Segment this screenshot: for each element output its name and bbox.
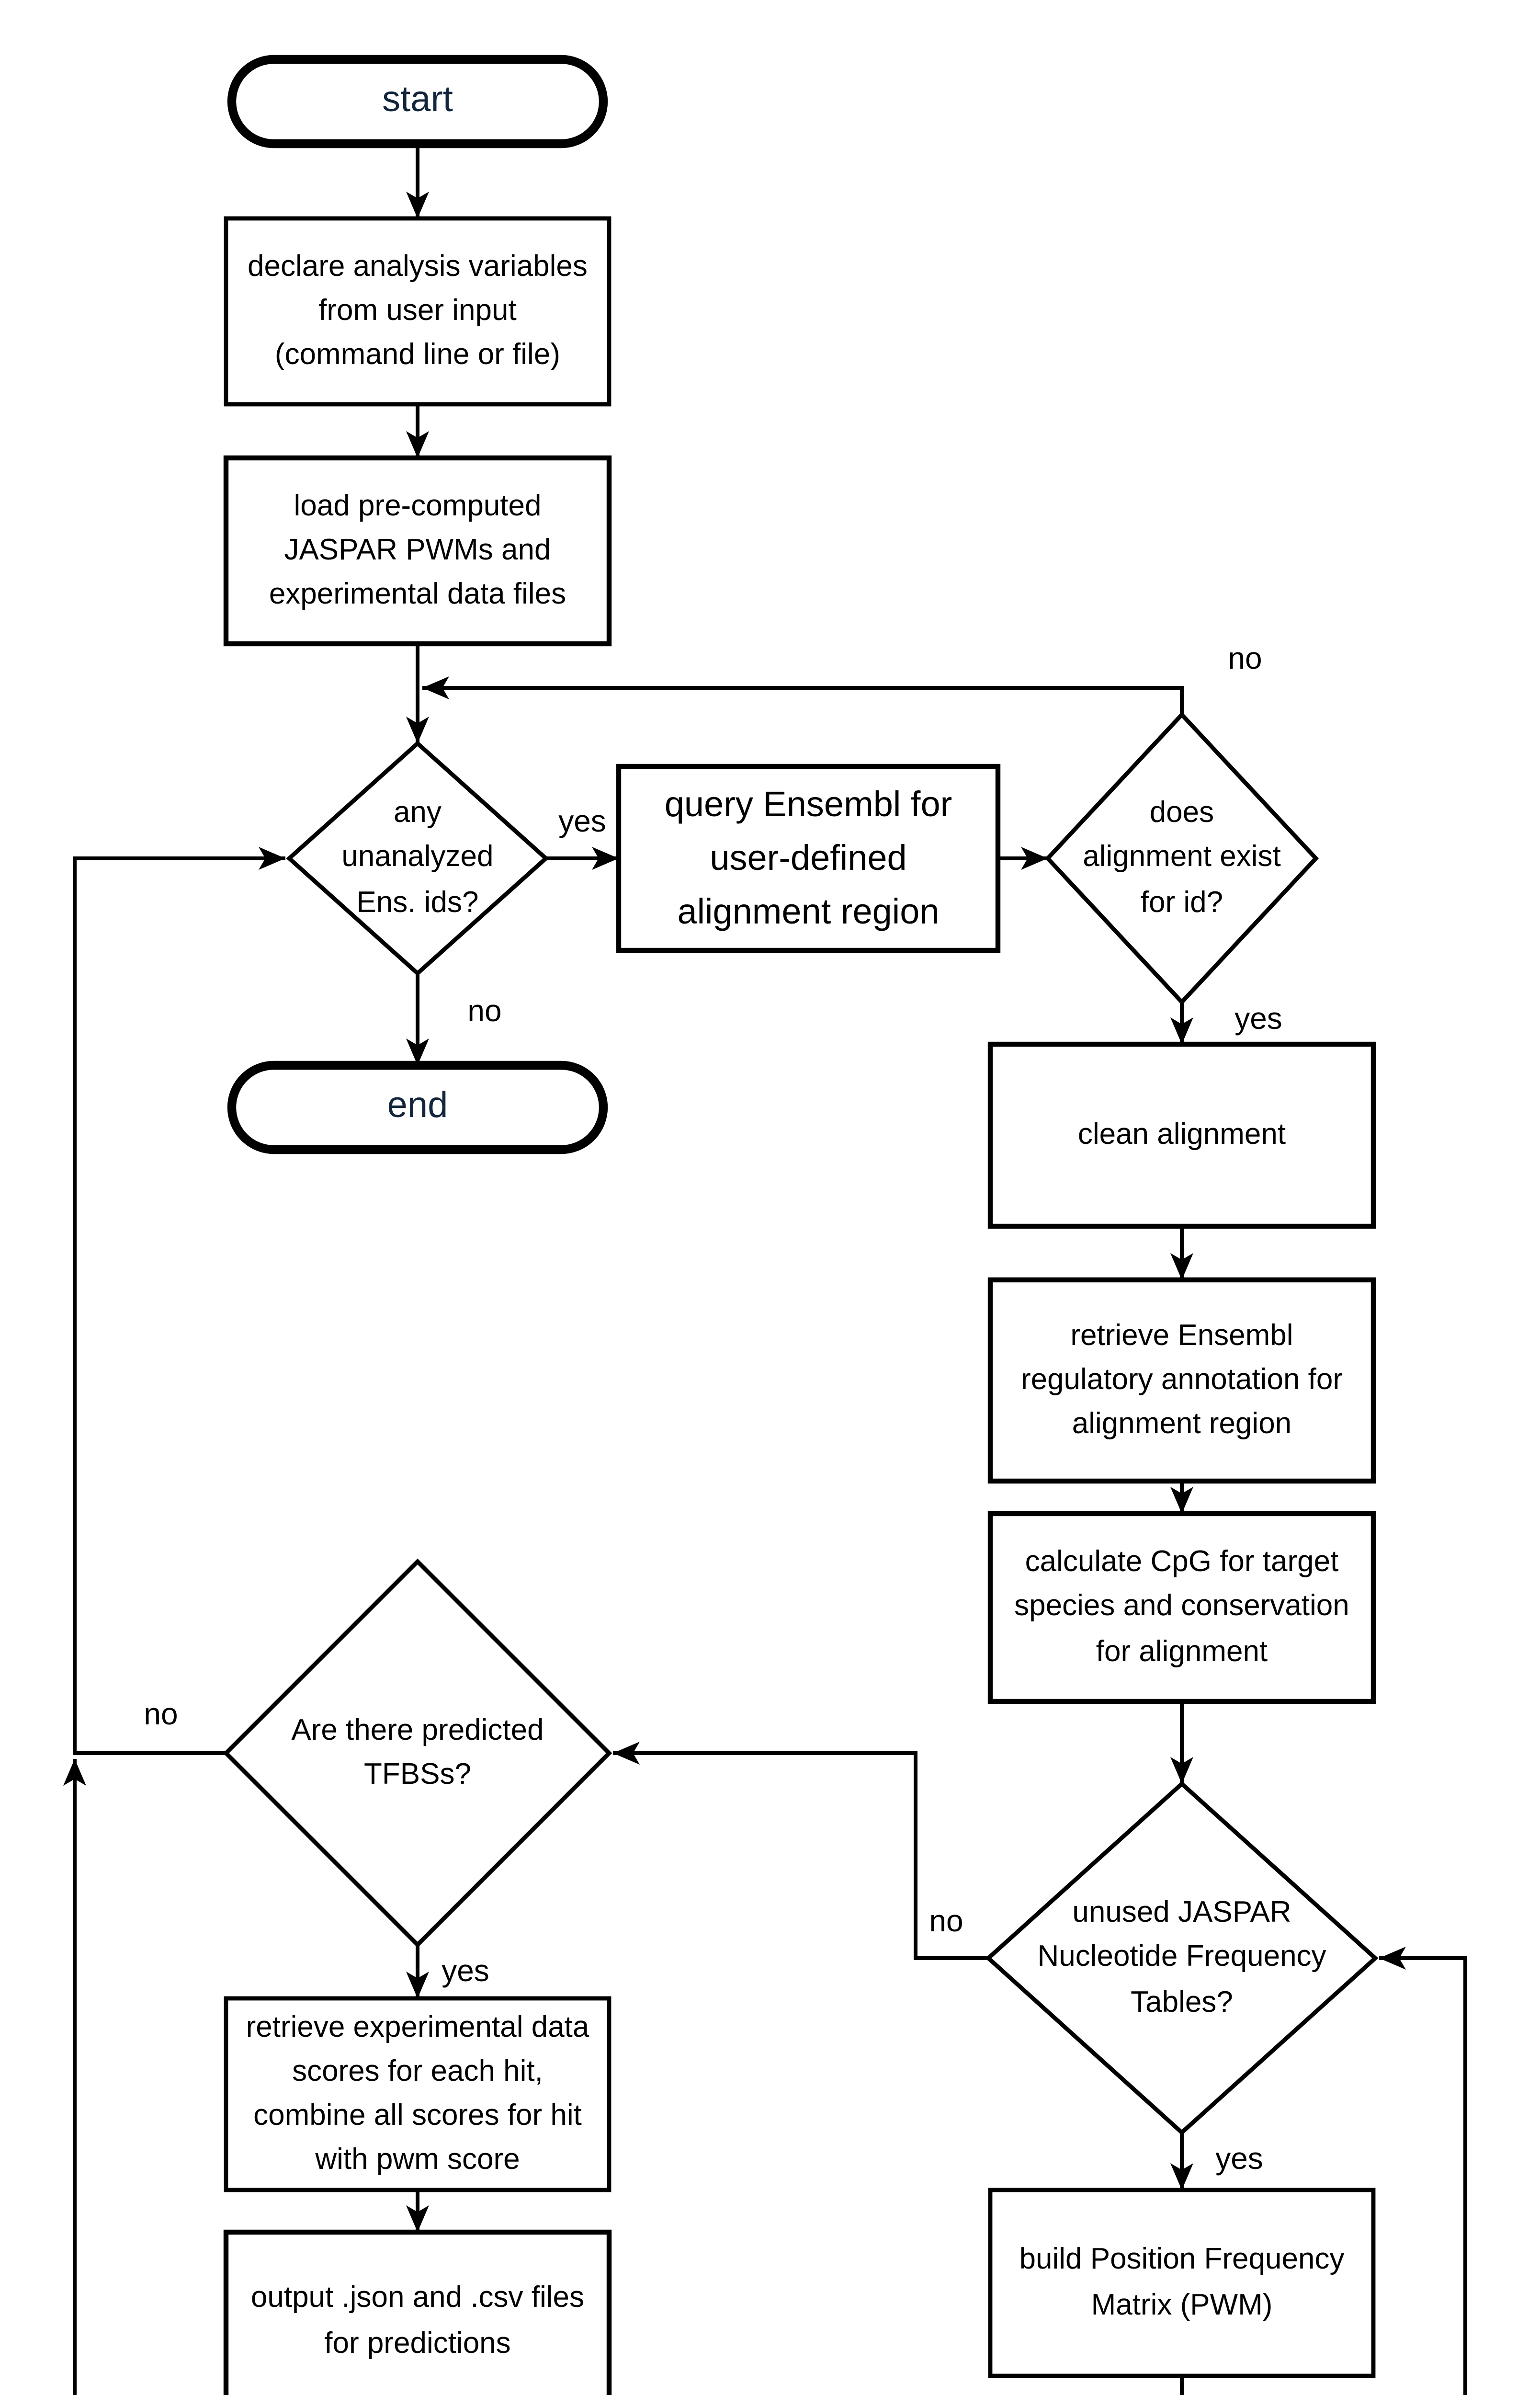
edge-unused-no-to-tfbss	[613, 1742, 988, 1960]
edge-alignment-no-return	[422, 676, 1184, 715]
edge-svg-loop-to-rail	[63, 1759, 86, 2395]
any-ids-yes-label: yes	[558, 807, 606, 839]
retrieve-regulatory-box	[987, 1277, 1376, 1484]
start-label: start	[382, 80, 453, 120]
edge-tfbss-no-rail-to-anyids	[73, 847, 285, 1755]
predicted-tfbss-yes-label: yes	[442, 1956, 489, 1989]
any-ids-no-label: no	[467, 996, 502, 1029]
alignment-exists-yes-label: yes	[1234, 1004, 1282, 1037]
retrieve-scores-box	[224, 1996, 611, 2192]
alignment-exists-diamond	[1044, 711, 1319, 1005]
edge-store-loop-to-unused	[1379, 1947, 1467, 2395]
start-terminal-shape	[227, 55, 608, 148]
predicted-tfbss-diamond	[223, 1558, 612, 1948]
build-pfm-label: build Position Frequency Matrix (PWM)	[1019, 2244, 1345, 2321]
clean-alignment-box	[987, 1041, 1376, 1229]
declare-vars-box	[224, 216, 611, 407]
unused-tables-yes-label: yes	[1215, 2144, 1263, 2177]
declare-vars-label: declare analysis variables from user inp…	[248, 250, 588, 372]
build-pfm-box	[988, 2188, 1376, 2378]
any-ids-diamond	[286, 741, 549, 976]
retrieve-scores-label: retrieve experimental data scores for ea…	[246, 2011, 589, 2177]
calculate-cpg-box	[987, 1511, 1376, 1704]
end-terminal-shape	[227, 1061, 608, 1154]
alignment-exists-label: does alignment exist for id?	[1083, 797, 1281, 919]
unused-tables-no-label: no	[929, 1906, 963, 1939]
query-ensembl-box	[616, 764, 1001, 953]
any-ids-label: any unanalyzed Ens. ids?	[341, 797, 494, 919]
predicted-tfbss-no-label: no	[144, 1699, 178, 1732]
output-files-box	[223, 2229, 612, 2395]
load-data-label: load pre-computed JASPAR PWMs and experi…	[269, 490, 566, 612]
query-ensembl-label: query Ensembl for user-defined alignment…	[664, 784, 952, 931]
retrieve-regulatory-label: retrieve Ensembl regulatory annotation f…	[1020, 1319, 1343, 1441]
output-files-label: output .json and .csv files for predicti…	[250, 2282, 585, 2360]
predicted-tfbss-label: Are there predicted TFBSs?	[291, 1714, 544, 1791]
unused-tables-diamond	[985, 1781, 1379, 2135]
clean-alignment-label: clean alignment	[1077, 1118, 1286, 1152]
load-data-box	[223, 455, 612, 647]
unused-tables-label: unused JASPAR Nucleotide Frequency Table…	[1037, 1897, 1326, 2019]
calculate-cpg-label: calculate CpG for target species and con…	[1014, 1546, 1349, 1668]
alignment-exists-no-label: no	[1228, 644, 1262, 676]
end-label: end	[387, 1086, 448, 1126]
